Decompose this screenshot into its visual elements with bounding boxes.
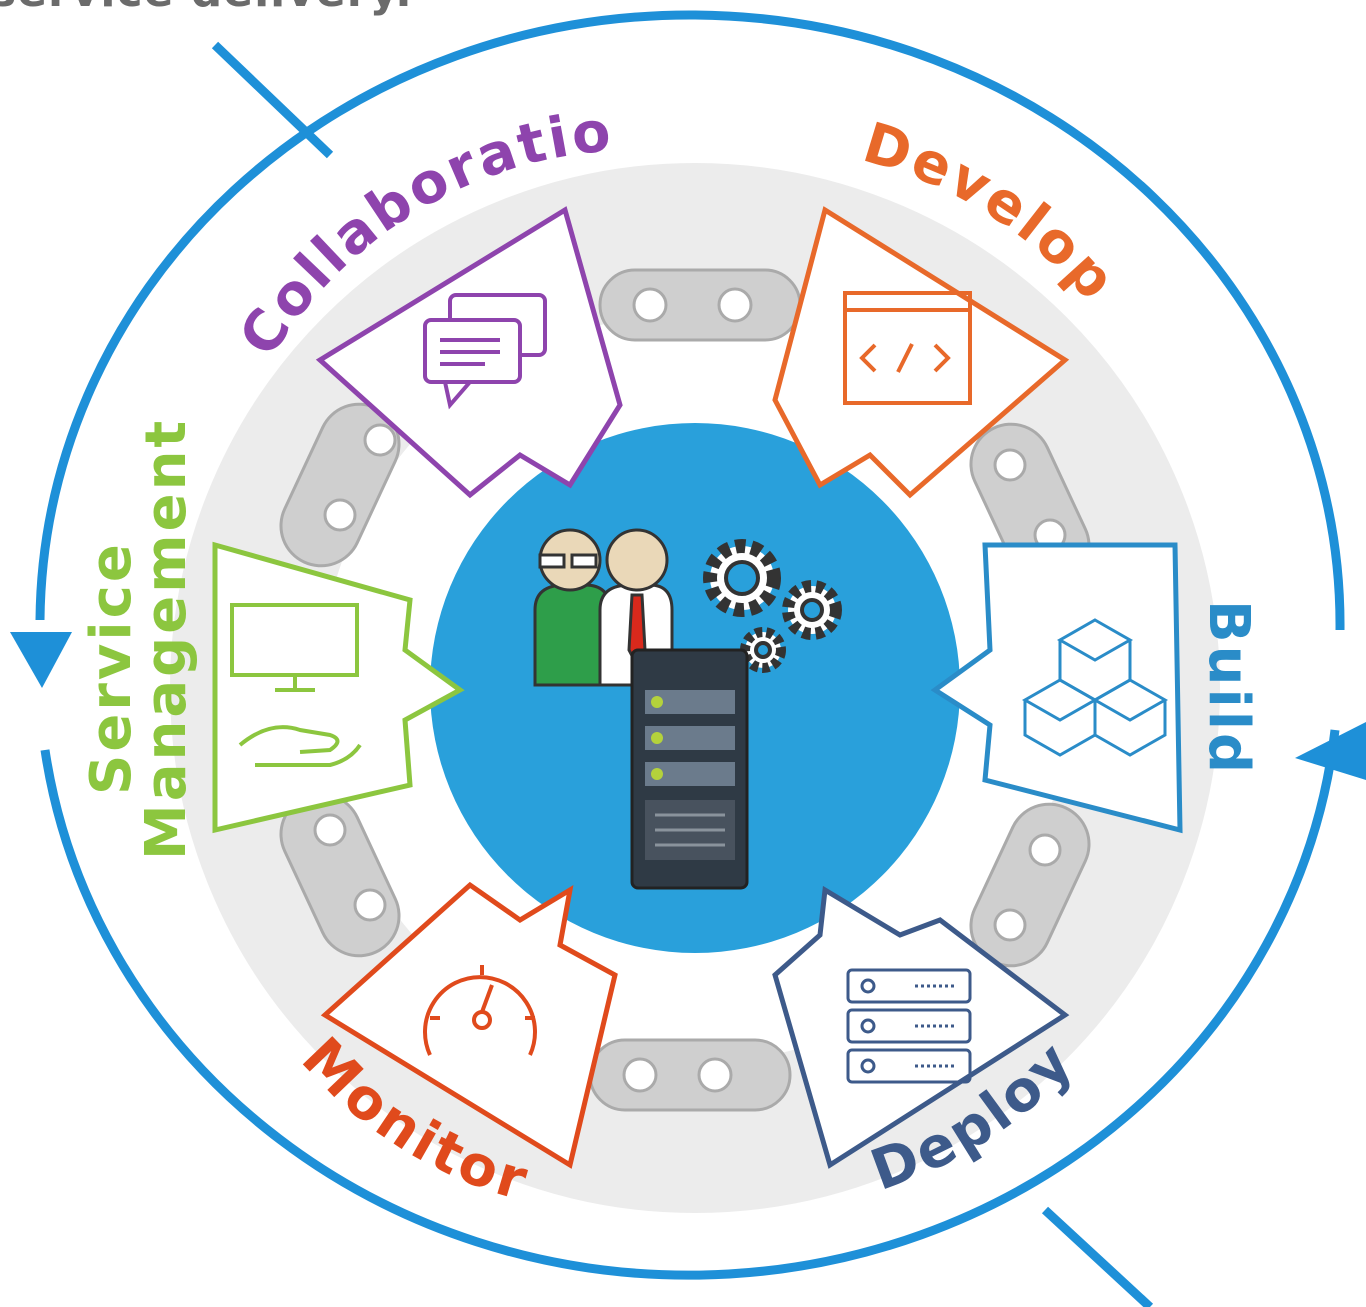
label-build: Build [1196,600,1261,776]
chain [279,268,1091,1112]
server-rack-icon [846,968,972,1084]
cycle-tail-bottom [1041,1206,1154,1307]
gears-icon [703,539,842,673]
monitor-hand-icon [230,603,362,767]
arrowhead-right [1295,722,1366,780]
cycle-arc-bottom [40,729,1340,1280]
people-icon [533,528,674,687]
top-caption: service delivery. [0,0,413,17]
cycle-arc-top [35,10,1345,631]
cycle-tail-top [211,41,334,159]
server-tower-icon [630,648,749,890]
code-window-icon [843,291,972,405]
arrowhead-left [10,632,72,688]
chat-bubbles-icon [423,293,547,410]
speedometer-icon [423,965,537,1056]
label-service-line1: Service [79,541,144,795]
cycle-arrow [35,10,1345,1307]
cubes-icon [1021,618,1169,757]
segment-build: Build [930,542,1261,834]
label-service-line2: Management [134,418,199,860]
segment-service-management: Service Management [79,418,465,860]
